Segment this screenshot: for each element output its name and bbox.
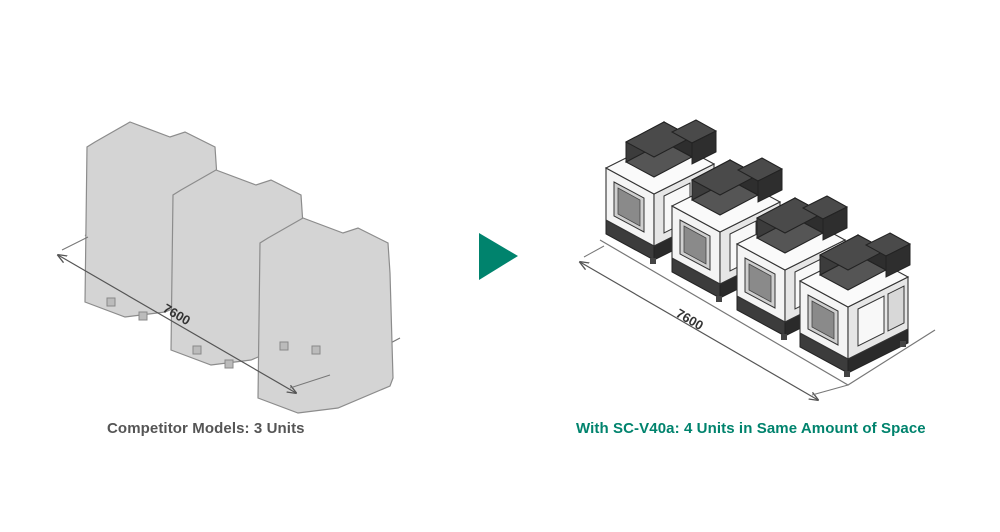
competitor-caption: Competitor Models: 3 Units xyxy=(107,420,305,437)
left-dimension-line xyxy=(58,236,331,393)
right-dimension-label: 7600 xyxy=(674,306,707,333)
right-panel: 7600 xyxy=(580,119,936,400)
left-panel: 7600 xyxy=(58,121,401,414)
sc-v40a-caption: With SC-V40a: 4 Units in Same Amount of … xyxy=(576,420,926,437)
competitor-unit-3 xyxy=(257,217,394,414)
play-triangle-icon xyxy=(479,233,518,280)
right-dimension-line xyxy=(580,245,849,400)
